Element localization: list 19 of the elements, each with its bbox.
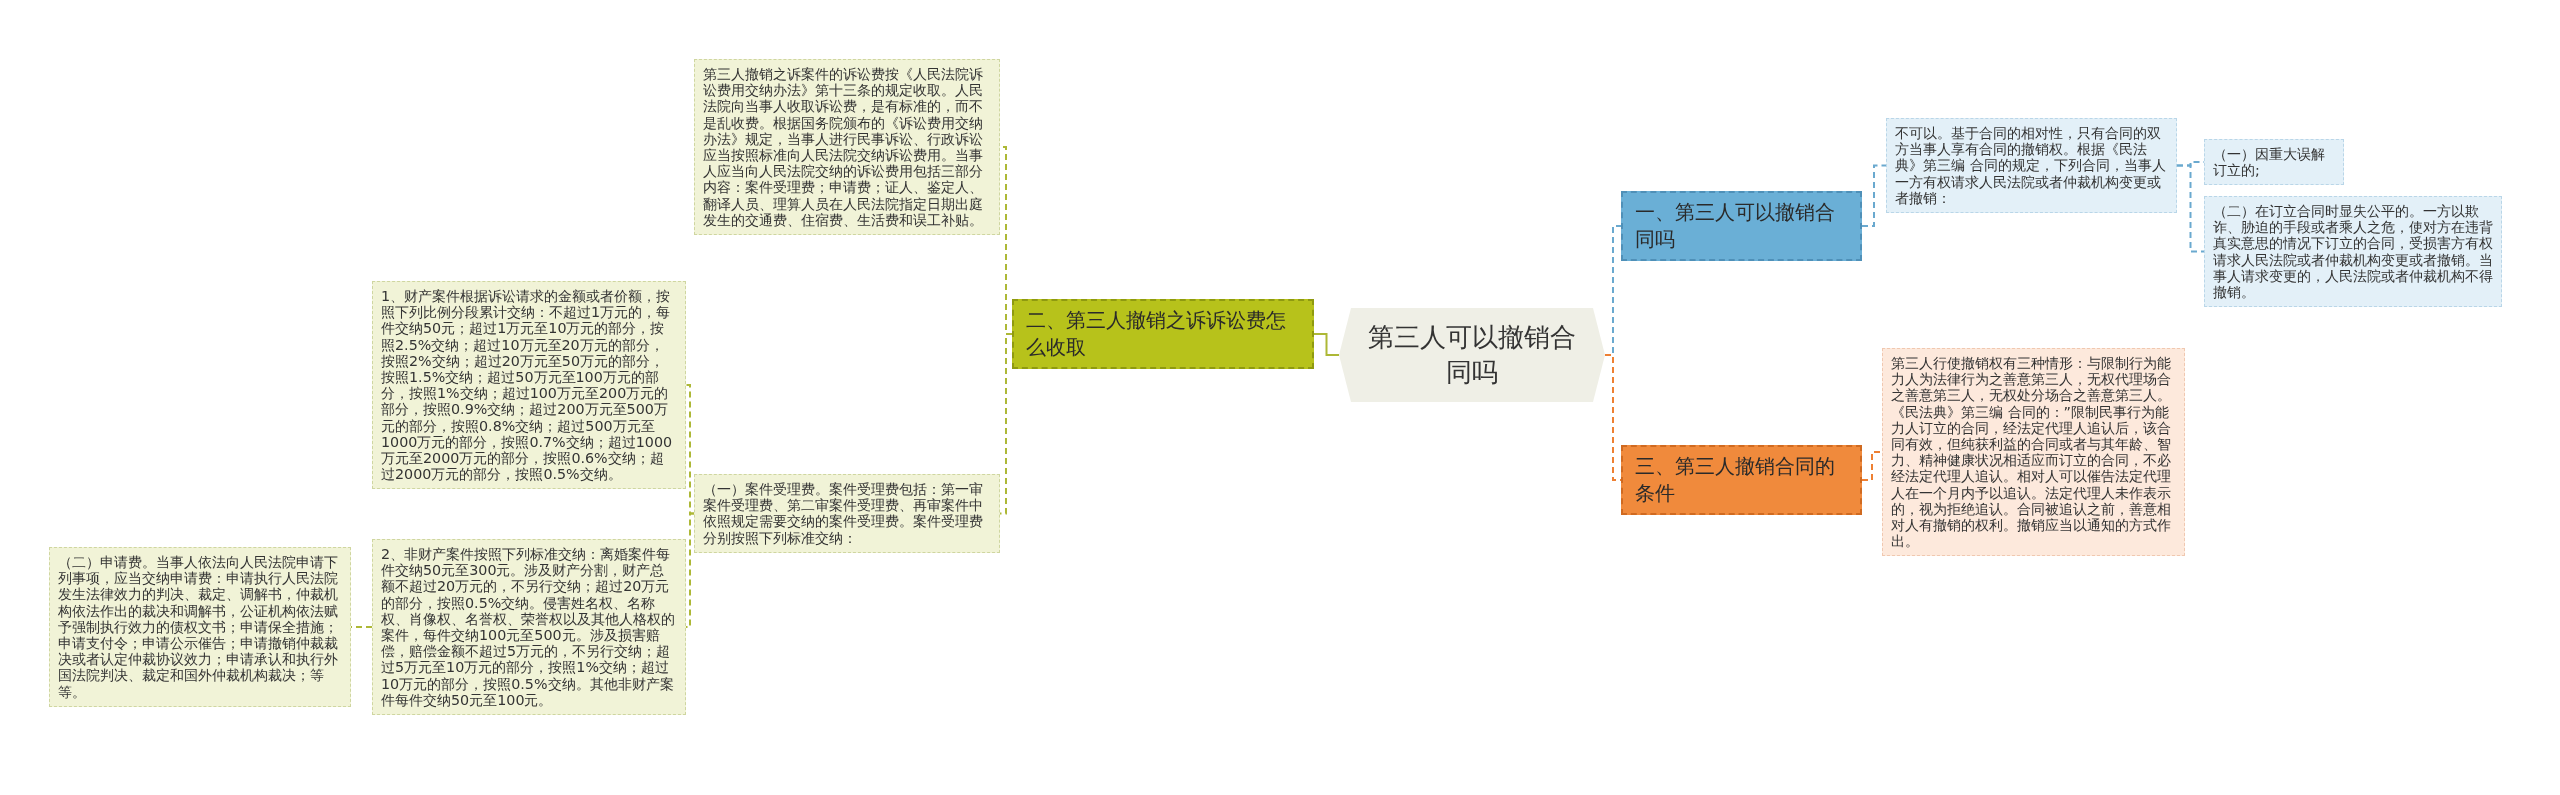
note-box: 第三人撤销之诉案件的诉讼费按《人民法院诉讼费用交纳办法》第十三条的规定收取。人民法院向当事人收取诉讼费，是有标准的，而不是乱收费。根据国务院颁布的《诉讼费用交纳办法》规定，当事人进行民事诉讼、行政诉讼应当按照标准向人民法院交纳诉讼费用。当事人应当向人民法院交纳的诉讼费用包括三部分内容：案件受理费；申请费；证人、鉴定人、翻译人员、理算人员在人民法院指定日期出庭发生的交通费、住宿费、生活费和误工补贴。 — [694, 59, 1000, 236]
note-box: 第三人行使撤销权有三种情形：与限制行为能力人为法律行为之善意第三人，无权代理场合之善意第三人，无权处分场合之善意第三人。《民法典》第三编 合同的：”限制民事行为能力人订立的合同，经法定代理人追认后，该合同有效，但纯获利益的合同或者与其年龄、智力、精神健康状况相适应而订立的合同，不必经法定代理人追认。相对人可以催告法定代理人在一个月内予以追认。法定代理人未作表示的，视为拒绝追认。合同被追认之前，善意相对人有撤销的权利。撤销应当以通知的方式作出。 — [1882, 348, 2185, 557]
note-box: （二）在订立合同时显失公平的。一方以欺诈、胁迫的手段或者乘人之危，使对方在违背真实意思的情况下订立的合同，受损害方有权请求人民法院或者仲裁机构变更或者撤销。当事人请求变更的，人民法院或者仲裁机构不得撤销。 — [2204, 196, 2502, 308]
connector-line — [1313, 333, 1340, 356]
note-box: （一）因重大误解订立的; — [2204, 139, 2344, 186]
branch-box: 三、第三人撤销合同的条件 — [1621, 445, 1862, 515]
branch-box: 二、第三人撤销之诉诉讼费怎么收取 — [1012, 299, 1314, 369]
topic-box: 第三人可以撤销合同吗 — [1339, 308, 1605, 402]
note-box: 2、非财产案件按照下列标准交纳：离婚案件每件交纳50元至300元。涉及财产分割，财产总额不超过20万元的，不另行交纳；超过20万元的部分，按照0.5%交纳。侵害姓名权、名称权、肖像权、名誉权、荣誉权以及其他人格权的案件，每件交纳100元至500元。涉及损害赔偿，赔偿金额不超过5万元的，不另行交纳；超过5万元至10万元的部分，按照1%交纳；超过10万元的部分，按照0.5%交纳。其他非财产案件每件交纳50元至100元。 — [372, 539, 686, 716]
connector-line — [685, 512, 695, 628]
branch-box: 一、第三人可以撤销合同吗 — [1621, 191, 1862, 261]
connector-line — [1861, 164, 1887, 227]
note-box: （一）案件受理费。案件受理费包括：第一审案件受理费、第二审案件受理费、再审案件中依照规定需要交纳的案件受理费。案件受理费分别按照下列标准交纳： — [694, 474, 1000, 553]
connector-line — [1861, 451, 1883, 481]
note-box: 不可以。基于合同的相对性，只有合同的双方当事人享有合同的撤销权。根据《民法典》第三编 合同的规定，下列合同，当事人一方有权请求人民法院或者仲裁机构变更或者撤销： — [1886, 118, 2177, 213]
note-box: （二）申请费。当事人依法向人民法院申请下列事项，应当交纳申请费：申请执行人民法院发生法律效力的判决、裁定、调解书，仲裁机构依法作出的裁决和调解书，公证机构依法赋予强制执行效力的债权文书；申请保全措施；申请支付令；申请公示催告；申请撤销仲裁裁决或者认定仲裁协议效力；申请承认和执行外国法院判决、裁定和国外仲裁机构裁决；等等。 — [49, 547, 351, 707]
connector-line — [2176, 164, 2205, 253]
note-box: 1、财产案件根据诉讼请求的金额或者价额，按照下列比例分段累计交纳：不超过1万元的，每件交纳50元；超过1万元至10万元的部分，按照2.5%交纳；超过10万元至20万元的部分，按照2%交纳；超过20万元至50万元的部分，按照1.5%交纳；超过50万元至100万元的部分，按照1%交纳；超过100万元至200万元的部分，按照0.9%交纳；超过200万元至500万元的部分，按照0.8%交纳；超过500万元至1000万元的部分，按照0.7%交纳；超过1000万元至2000万元的部分，按照0.6%交纳；超过2000万元的部分，按照0.5%交纳。 — [372, 281, 686, 490]
connector-line — [999, 333, 1013, 515]
